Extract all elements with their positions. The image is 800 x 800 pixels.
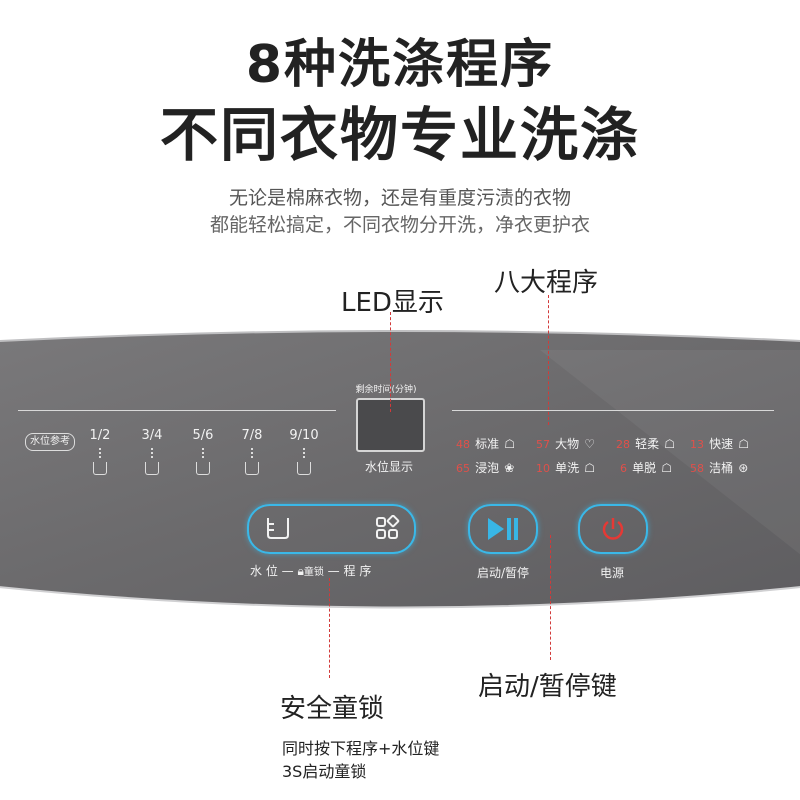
water-separator-line (18, 410, 336, 411)
shirt-icon: ☖ (504, 437, 515, 451)
callout-line-start (550, 535, 551, 660)
water-level-icon (267, 518, 289, 539)
callout-led: LED显示 (341, 288, 444, 318)
water-level-indicator-icon (99, 448, 103, 458)
wash-icon: ☖ (584, 461, 595, 475)
program-separator-line (452, 410, 774, 411)
display-title: 剩余时间(分钟) (355, 385, 417, 395)
program-soak[interactable]: 65 浸泡 ❀ (456, 461, 515, 475)
program-quick[interactable]: 13 快速 ☖ (690, 437, 749, 451)
callout-start-pause: 启动/暂停键 (478, 672, 617, 702)
program-wash-only[interactable]: 10 单洗 ☖ (536, 461, 595, 475)
water-cup-icon (196, 462, 210, 475)
program-spin-only[interactable]: 6 单脱 ☖ (620, 461, 672, 475)
program-bulky[interactable]: 57 大物 ♡ (536, 437, 595, 451)
program-drum-clean[interactable]: 58 洁桶 ⊛ (690, 461, 749, 475)
water-level-indicator-icon (202, 448, 206, 458)
subtitle-line-1: 无论是棉麻衣物，还是有重度污渍的衣物 (228, 187, 571, 209)
power-icon (602, 518, 624, 540)
water-level-indicator-icon (151, 448, 155, 458)
child-lock-note-1: 同时按下程序+水位键 (282, 739, 440, 758)
water-level-4: 7/8 (241, 428, 263, 443)
spin-icon: ☖ (661, 461, 672, 475)
lock-icon: 🔒︎ (297, 564, 304, 578)
power-button[interactable] (578, 504, 648, 554)
water-level-3: 5/6 (192, 428, 214, 443)
water-level-5: 9/10 (289, 428, 319, 443)
program-delicate[interactable]: 28 轻柔 ☖ (616, 437, 675, 451)
start-pause-caption: 启动/暂停 (476, 566, 530, 580)
soak-icon: ❀ (504, 461, 515, 475)
callout-child-lock: 安全童锁 (280, 694, 385, 724)
water-program-button[interactable] (247, 504, 416, 554)
water-cup-icon (297, 462, 311, 475)
power-caption: 电源 (599, 566, 624, 580)
play-pause-icon (488, 518, 518, 540)
water-cup-icon (245, 462, 259, 475)
water-reference-badge: 水位参考 (25, 433, 75, 451)
display-caption: 水位显示 (364, 460, 413, 474)
water-level-indicator-icon (251, 448, 255, 458)
start-pause-button[interactable] (468, 504, 538, 554)
drum-clean-icon: ⊛ (738, 461, 749, 475)
callout-line-led (390, 312, 391, 412)
program-standard[interactable]: 48 标准 ☖ (456, 437, 515, 451)
program-grid-icon (376, 515, 400, 539)
water-program-caption: 水 位 — 🔒︎童锁 — 程 序 (250, 564, 372, 578)
callout-programs: 八大程序 (494, 268, 599, 298)
water-cup-icon (93, 462, 107, 475)
water-level-indicator-icon (303, 448, 307, 458)
child-lock-note-2: 3S启动童锁 (282, 762, 367, 781)
control-panel (0, 330, 800, 609)
headline-line-1: 8种洗涤程序 (245, 35, 555, 95)
callout-line-lock (329, 578, 330, 678)
callout-line-programs (548, 295, 549, 425)
bedding-icon: ♡ (584, 437, 595, 451)
delicate-icon: ☖ (664, 437, 675, 451)
water-cup-icon (145, 462, 159, 475)
quick-icon: ☖ (738, 437, 749, 451)
program-grid: 48 标准 ☖ 57 大物 ♡ 28 轻柔 ☖ 13 快速 ☖ 65 浸泡 ❀ … (456, 433, 776, 475)
subtitle-line-2: 都能轻松搞定，不同衣物分开洗，净衣更护衣 (209, 214, 590, 236)
water-level-2: 3/4 (141, 428, 163, 443)
water-level-1: 1/2 (89, 428, 111, 443)
headline-line-2: 不同衣物专业洗涤 (159, 101, 640, 169)
